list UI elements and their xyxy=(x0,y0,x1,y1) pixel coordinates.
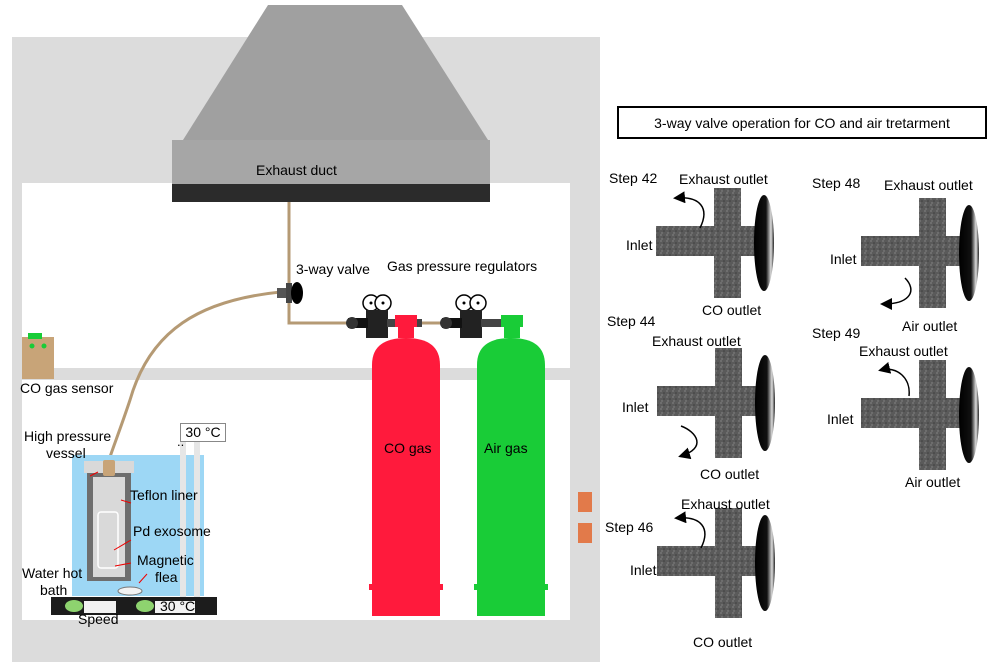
valve-body-horizontal xyxy=(861,398,961,428)
magnetic-flea-label-1: Magnetic xyxy=(137,552,194,568)
step-44-exhaust-outlet: Exhaust outlet xyxy=(652,333,741,349)
step-49-exhaust-outlet: Exhaust outlet xyxy=(859,343,948,359)
high-pressure-vessel-label-1: High pressure xyxy=(24,428,112,444)
water-hot-bath-label-2: bath xyxy=(40,582,68,598)
high-pressure-vessel xyxy=(84,460,148,584)
valve-body-horizontal xyxy=(657,546,757,576)
co-gas-sensor xyxy=(22,333,54,379)
valve-step-step-42 xyxy=(656,188,774,298)
step-44-label: Step 44 xyxy=(607,313,656,329)
step-49-label: Step 49 xyxy=(812,325,861,341)
step-48-label: Step 48 xyxy=(812,175,861,191)
air-regulator xyxy=(440,294,519,338)
step-48-exhaust-outlet: Exhaust outlet xyxy=(884,177,973,193)
hood-base xyxy=(12,620,582,662)
water-hot-bath-label-1: Water hot xyxy=(22,565,83,581)
temperature-display-dots: .. xyxy=(177,434,185,449)
step-44-inlet: Inlet xyxy=(622,399,649,415)
exhaust-duct-label: Exhaust duct xyxy=(256,162,337,178)
step-46-inlet: Inlet xyxy=(630,562,657,578)
valve-operation-title-text: 3-way valve operation for CO and air tre… xyxy=(654,114,950,131)
step-42-label: Step 42 xyxy=(609,170,658,186)
step-42-co-outlet: CO outlet xyxy=(702,302,762,318)
step-46-label: Step 46 xyxy=(605,519,654,535)
air-gas-cylinder-label: Air gas xyxy=(484,440,528,456)
rotation-arrow xyxy=(878,362,910,397)
high-pressure-vessel-label-2: vessel xyxy=(46,445,86,461)
speed-label: Speed xyxy=(78,611,119,627)
exhaust-duct xyxy=(172,140,490,184)
rotation-arrow xyxy=(673,191,705,229)
tube-valve-to-regulators xyxy=(287,298,355,325)
thermometer-stem xyxy=(180,437,186,597)
valve-knob xyxy=(959,367,979,463)
temperature-display: 30 °C xyxy=(180,423,226,442)
valve-knob xyxy=(959,205,979,301)
valve-knob xyxy=(754,195,774,291)
rotation-arrow xyxy=(678,425,698,460)
three-way-valve-label: 3-way valve xyxy=(296,261,370,277)
co-gas-sensor-label: CO gas sensor xyxy=(20,380,114,396)
step-49-air-outlet: Air outlet xyxy=(905,474,961,490)
rotation-arrow xyxy=(880,277,912,310)
orange-marker xyxy=(578,492,592,512)
vial xyxy=(97,511,119,569)
hotplate-stirrer xyxy=(51,586,217,615)
valve-knob xyxy=(755,355,775,451)
teflon-liner-label: Teflon liner xyxy=(130,487,198,503)
valve-operation-title: 3-way valve operation for CO and air tre… xyxy=(617,106,987,139)
valve-step-step-49 xyxy=(861,360,979,470)
exhaust-hood-cone xyxy=(183,5,488,140)
step-48-air-outlet: Air outlet xyxy=(902,318,958,334)
gas-pressure-regulators-label: Gas pressure regulators xyxy=(387,258,538,274)
magnetic-flea-label-2: flea xyxy=(155,569,178,585)
valve-illustrations xyxy=(656,188,979,618)
step-48-inlet: Inlet xyxy=(830,251,857,267)
valve-step-step-44 xyxy=(657,348,775,460)
valve-knob xyxy=(755,515,775,611)
valve-body-horizontal xyxy=(656,226,756,256)
valve-step-step-46 xyxy=(657,508,775,618)
valve-body-horizontal xyxy=(861,236,961,266)
exhaust-hood xyxy=(172,5,490,202)
step-42-exhaust-outlet: Exhaust outlet xyxy=(679,171,768,187)
valve-step-step-48 xyxy=(861,198,979,310)
rotation-arrow xyxy=(674,511,706,549)
valve-body-horizontal xyxy=(657,386,757,416)
exhaust-duct-band xyxy=(172,184,490,202)
tube-valve-to-vessel xyxy=(106,290,282,464)
step-42-inlet: Inlet xyxy=(626,237,653,253)
step-46-exhaust-outlet: Exhaust outlet xyxy=(681,496,770,512)
three-way-valve xyxy=(277,282,303,304)
co-gas-cylinder-label: CO gas xyxy=(384,440,432,456)
air-gas-cylinder xyxy=(474,315,548,616)
step-49-inlet: Inlet xyxy=(827,411,854,427)
pd-exosome-label: Pd exosome xyxy=(133,523,211,539)
co-gas-cylinder xyxy=(369,315,443,616)
step-46-co-outlet: CO outlet xyxy=(693,634,753,650)
hotplate-temperature: 30 °C xyxy=(160,598,196,614)
orange-marker xyxy=(578,523,592,543)
step-44-co-outlet: CO outlet xyxy=(700,466,760,482)
